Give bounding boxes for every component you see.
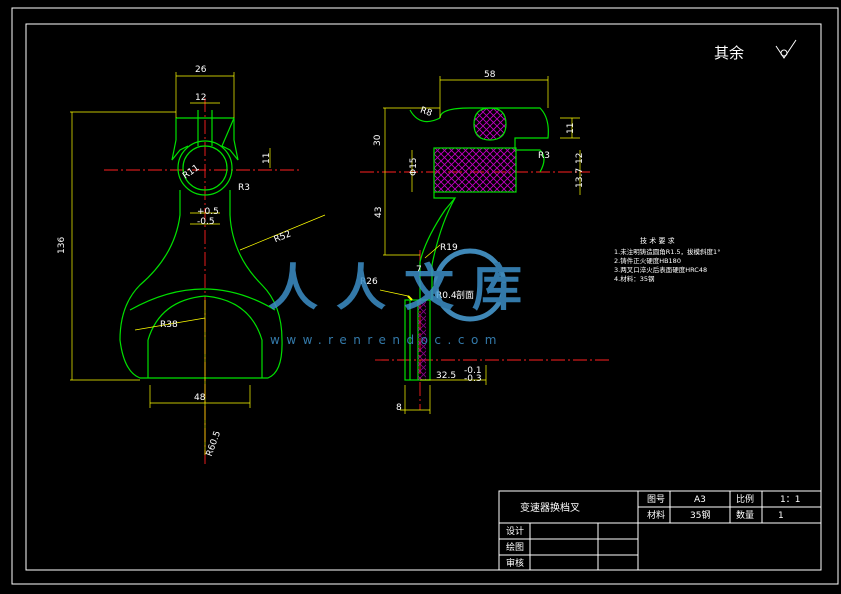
dim-side-325: 32.5 [436, 371, 456, 381]
title-block [498, 490, 822, 571]
material-label: 材料 [647, 509, 665, 521]
dim-side-h30: 30 [373, 134, 383, 146]
quantity-value: 1 [778, 511, 784, 521]
dim-side-tol-a: -0.1 [464, 366, 482, 376]
quantity-label: 数量 [736, 509, 754, 521]
dim-tol-minus: -0.5 [197, 217, 215, 227]
dim-side-r4b: 剖面 [456, 289, 474, 301]
outer-border [11, 7, 839, 585]
dim-height-11: 11 [262, 153, 272, 164]
dim-r3: R3 [238, 183, 250, 193]
front-view [70, 72, 326, 465]
tech-notes-title: 技 术 要 求 [640, 236, 675, 245]
scale-label: 比例 [736, 493, 754, 505]
surface-note: 其余 [714, 44, 744, 62]
tech-note-1: 1.未注明铸造圆角R1.5，拔模斜度1° [614, 247, 720, 256]
dim-r38: R38 [160, 320, 178, 330]
dim-side-r4: R0.4 [436, 291, 457, 301]
material-value: 35钢 [690, 509, 710, 521]
tech-note-3: 3.两叉口淬火后表面硬度HRC48 [614, 265, 707, 274]
dim-side-r8: R8 [419, 106, 434, 120]
dim-slot-width: 12 [195, 93, 206, 103]
dim-side-r26: R26 [360, 277, 378, 287]
dim-bottom-width: 48 [194, 393, 206, 403]
watermark-url: www.renrendoc.com [270, 333, 503, 347]
watermark-brand: 人人文库 [268, 259, 540, 317]
dim-side-phi: Φ15 [409, 157, 419, 176]
dim-side-12: 12 [575, 153, 585, 164]
dim-height-total: 136 [57, 237, 67, 254]
drafter-label: 绘图 [506, 541, 524, 553]
dim-top-width: 26 [195, 65, 207, 75]
dim-r60: R60.5 [205, 430, 223, 458]
dim-side-11: 11 [566, 123, 576, 134]
dim-side-width: 58 [484, 70, 496, 80]
designer-label: 设计 [506, 525, 524, 537]
watermark: 人人文库 www.renrendoc.com [268, 248, 540, 347]
dim-side-17: 13.7 [575, 168, 585, 188]
roughness-symbol-icon [775, 39, 797, 59]
dim-side-r3: R3 [538, 151, 550, 161]
part-name: 变速器换档叉 [520, 501, 580, 514]
scale-value: 1：1 [780, 495, 800, 505]
dim-tol-plus: +0.5 [197, 207, 219, 217]
reviewer-label: 审核 [506, 557, 524, 569]
dim-r11: R11 [181, 163, 201, 181]
dim-side-h43: 43 [374, 207, 384, 218]
dim-side-8: 8 [396, 403, 402, 413]
drawing-no-value: A3 [694, 495, 706, 505]
inner-border [25, 23, 822, 571]
drawing-no-label: 图号 [647, 494, 665, 505]
tech-note-4: 4.材料：35钢 [614, 274, 655, 283]
dim-side-tol-b: -0.3 [464, 374, 482, 384]
dim-r52: R52 [273, 229, 293, 245]
tech-note-2: 2.铸件正火硬度HB180 [614, 256, 681, 265]
dim-side-7: 7 [416, 265, 422, 275]
dim-side-r19: R19 [440, 243, 458, 253]
side-view [360, 76, 612, 414]
